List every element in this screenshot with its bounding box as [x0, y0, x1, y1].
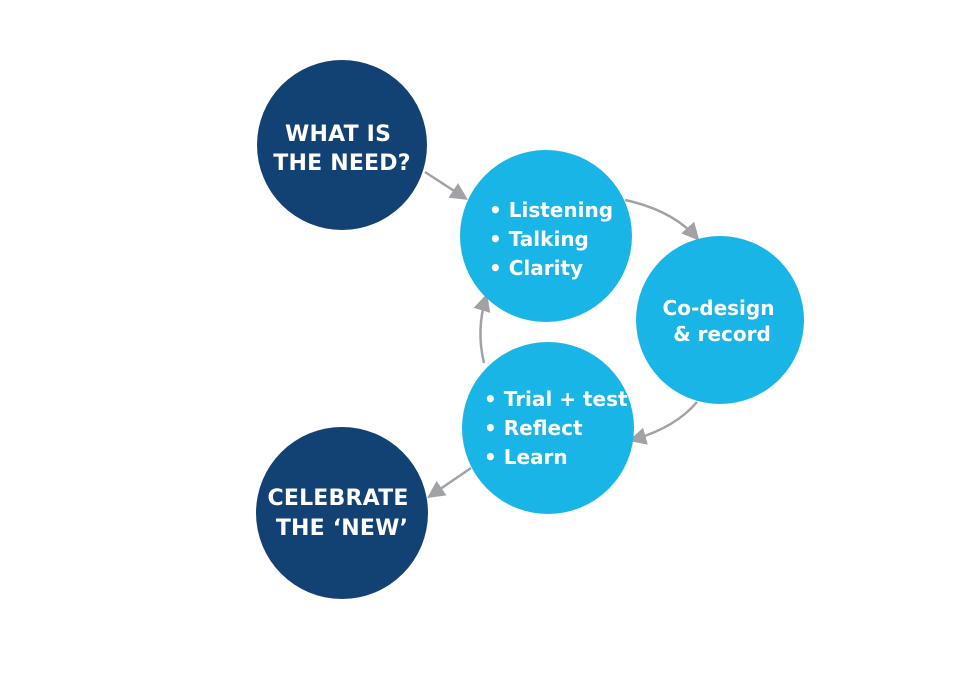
node-circle — [462, 342, 634, 514]
arrow-codesign-to-trial — [628, 401, 698, 445]
svg-text:CELEBRATE THE ‘NEW’: CELEBRATE THE ‘NEW’ — [268, 486, 417, 541]
node-explore: • Listening • Talking • Clarity — [460, 150, 632, 322]
connectors — [424, 170, 700, 498]
node-circle — [636, 236, 804, 404]
node-celebrate-the-new: CELEBRATE THE ‘NEW’ — [256, 427, 428, 599]
node-co-design: Co-design & record — [636, 236, 804, 404]
list-item: • Trial + test — [484, 387, 628, 411]
list-item: • Talking — [489, 227, 589, 251]
node-circle — [460, 150, 632, 322]
list-item: • Reflect — [484, 416, 583, 440]
node-title-line: WHAT IS — [285, 122, 391, 147]
node-what-is-the-need: WHAT IS THE NEED? — [257, 60, 427, 230]
list-item: • Listening — [489, 198, 613, 222]
list-item: • Clarity — [489, 256, 583, 280]
svg-text:• Listening • Talking: • Listening • Talking • Clarity — [489, 198, 620, 280]
arrow-explore-to-codesign — [624, 198, 700, 241]
node-title-line: THE ‘NEW’ — [276, 516, 408, 541]
node-trial: • Trial + test • Reflect • Learn — [462, 342, 635, 514]
svg-text:Co-design & record: Co-design & record — [663, 296, 782, 346]
svg-text:• Trial + test • Reflect: • Trial + test • Reflect • Learn — [484, 387, 635, 469]
list-item: • Learn — [484, 445, 568, 469]
node-title-line: CELEBRATE — [268, 486, 409, 511]
node-title-line: THE NEED? — [273, 151, 410, 176]
node-label-line: & record — [673, 322, 771, 346]
node-circle — [256, 427, 428, 599]
node-label-line: Co-design — [663, 296, 775, 320]
arrow-need-to-explore — [424, 170, 468, 200]
svg-text:WHAT IS THE NEED?: WHAT IS THE NEED? — [273, 122, 410, 176]
arrow-trial-to-explore — [473, 293, 491, 364]
arrow-trial-to-celebrate — [427, 466, 472, 498]
node-circle — [257, 60, 427, 230]
